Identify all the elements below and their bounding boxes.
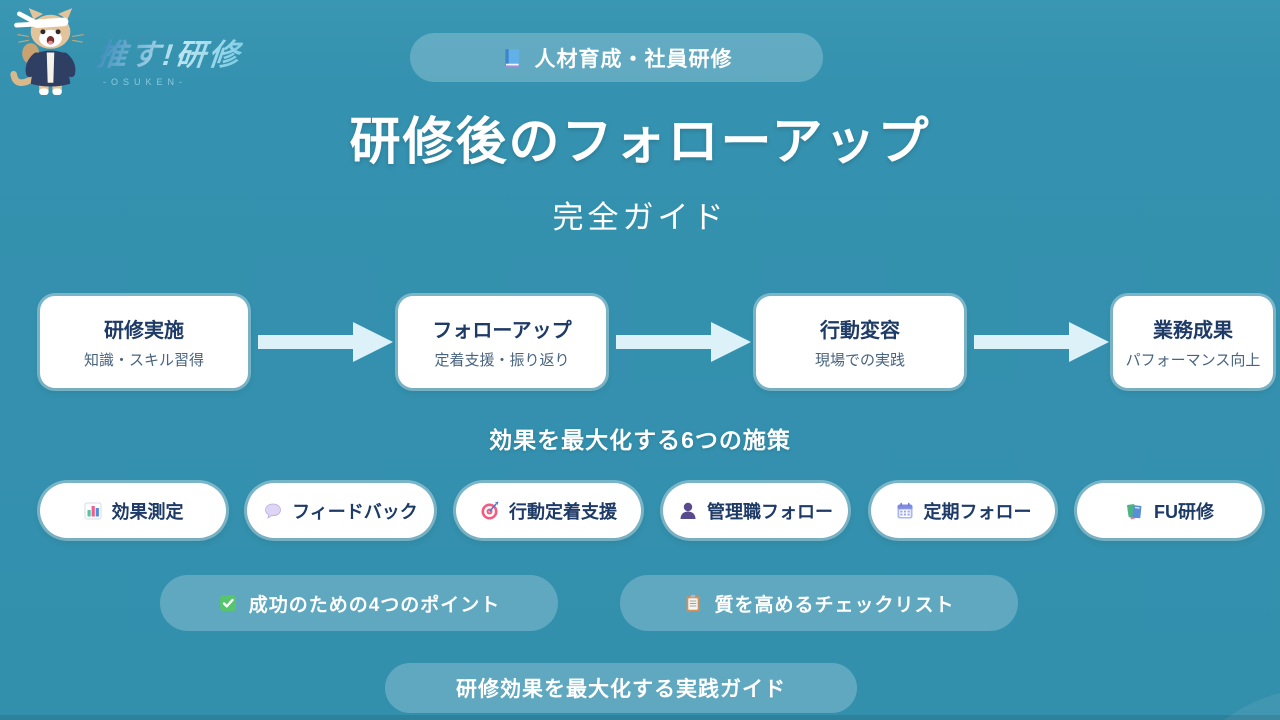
brand-name: 推す!研修 [95,30,245,74]
measure-pill-behavior-support[interactable]: 行動定着支援 [456,483,641,538]
measure-pill-label: 管理職フォロー [707,501,833,522]
measure-pill-manager-follow[interactable]: 管理職フォロー [663,483,848,538]
category-badge: 人材育成・社員研修 [410,33,823,82]
flow-diagram: 研修実施 知識・スキル習得 フォローアップ 定着支援・振り返り 行動変容 現場で… [0,296,1280,388]
flow-step-followup: フォローアップ 定着支援・振り返り [398,296,606,388]
flow-step-subtitle: 定着支援・振り返り [434,352,570,369]
measure-pill-fu-training[interactable]: FU研修 [1077,483,1262,538]
target-icon [481,501,499,519]
measure-pill-label: 行動定着支援 [509,501,617,522]
check-icon [219,595,236,611]
measures-heading: 効果を最大化する6つの施策 [489,427,791,453]
person-icon [680,502,696,519]
measure-pill-periodic-follow[interactable]: 定期フォロー [871,483,1055,538]
bottom-edge-strip [0,715,1280,720]
cta-button[interactable]: 研修効果を最大化する実践ガイド [385,663,857,713]
flow-step-behavior-change: 行動変容 現場での実践 [756,296,964,388]
flow-step-title: 行動変容 [820,320,900,342]
flow-step-training: 研修実施 知識・スキル習得 [40,296,248,388]
book-icon [504,48,519,67]
measure-pill-label: 定期フォロー [923,501,1032,522]
measure-pill-feedback[interactable]: フィードバック [247,483,434,538]
link-pill-label: 質を高めるチェックリスト [714,594,955,616]
calendar-icon [897,502,912,518]
page-title: 研修後のフォローアップ [349,113,931,170]
speech-balloon-icon [265,503,282,519]
link-pill-success-points[interactable]: 成功のための4つのポイント [160,575,558,631]
arrow-right-icon [616,322,751,362]
flow-step-title: 業務成果 [1153,320,1233,342]
flow-step-business-results: 業務成果 パフォーマンス向上 [1113,296,1273,388]
arrow-right-icon [974,322,1109,362]
brand-romaji: -OSUKEN- [103,77,188,87]
arrow-right-icon [258,322,393,362]
flow-step-subtitle: 知識・スキル習得 [83,352,204,369]
measure-pill-effect-measurement[interactable]: 効果測定 [40,483,226,538]
link-pill-label: 成功のための4つのポイント [248,594,501,616]
page-subtitle: 完全ガイド [552,200,728,235]
brand-text-block: 推す!研修 -OSUKEN- [95,30,245,87]
measure-pill-label: フィードバック [292,501,418,522]
bar-chart-icon [84,502,101,519]
category-badge-label: 人材育成・社員研修 [534,47,733,71]
books-icon [1127,503,1142,519]
measure-pill-label: 効果測定 [111,501,184,522]
flow-step-title: 研修実施 [104,320,184,342]
clipboard-icon [686,594,700,612]
flow-step-subtitle: 現場での実践 [814,352,905,369]
link-pill-checklist[interactable]: 質を高めるチェックリスト [620,575,1018,631]
measure-pill-label: FU研修 [1154,501,1214,522]
flow-step-subtitle: パフォーマンス向上 [1125,352,1261,369]
site-logo[interactable]: 推す!研修 -OSUKEN- [8,6,245,101]
cat-mascot-icon [10,8,84,96]
flow-step-title: フォローアップ [432,320,572,342]
